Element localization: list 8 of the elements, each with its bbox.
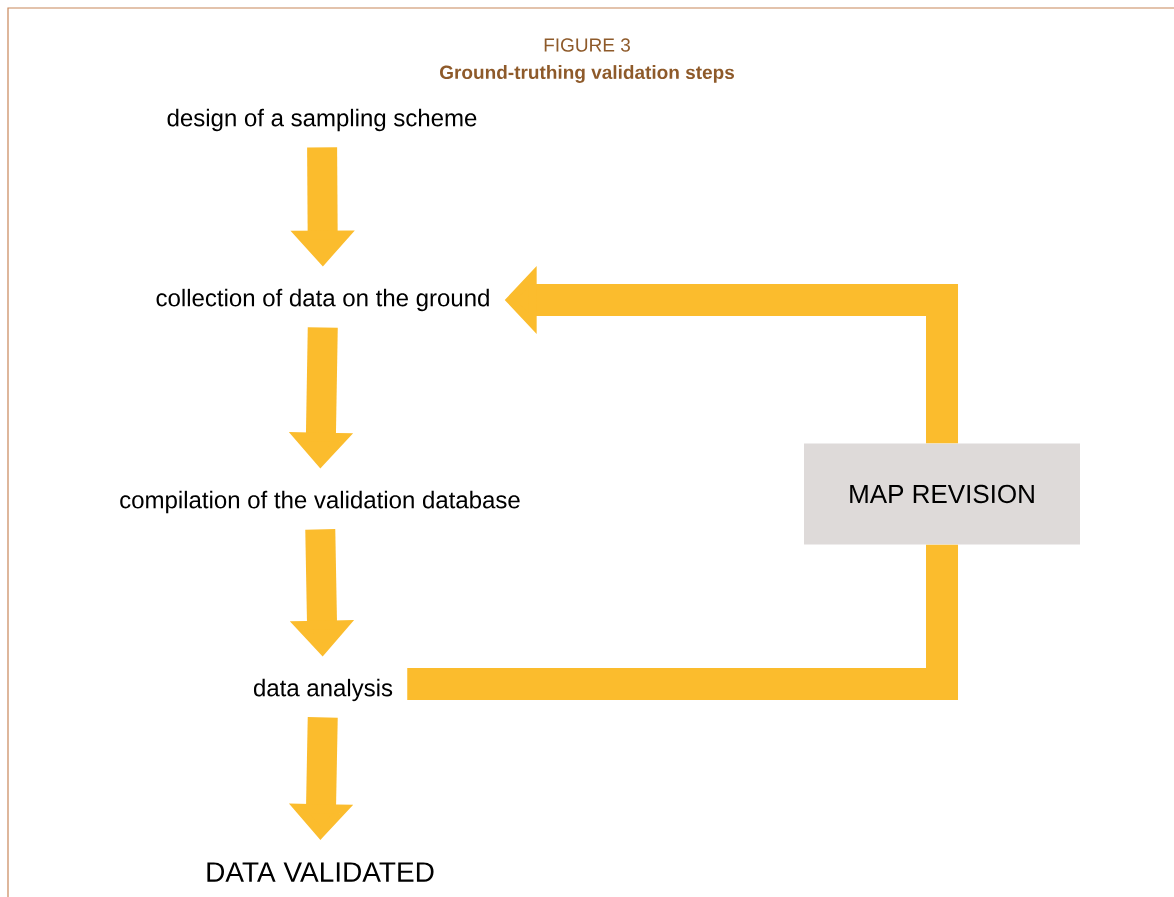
process-box: MAP REVISION (804, 443, 1080, 545)
step-label: compilation of the validation database (120, 490, 520, 514)
step-label: DATA VALIDATED (207, 862, 434, 882)
step-label: collection of data on the ground (156, 288, 489, 312)
step-label: design of a sampling scheme (167, 108, 477, 132)
figure-number: FIGURE 3 (544, 38, 630, 52)
figure-title: Ground-truthing validation steps (440, 65, 734, 83)
step-label: data analysis (253, 678, 393, 702)
